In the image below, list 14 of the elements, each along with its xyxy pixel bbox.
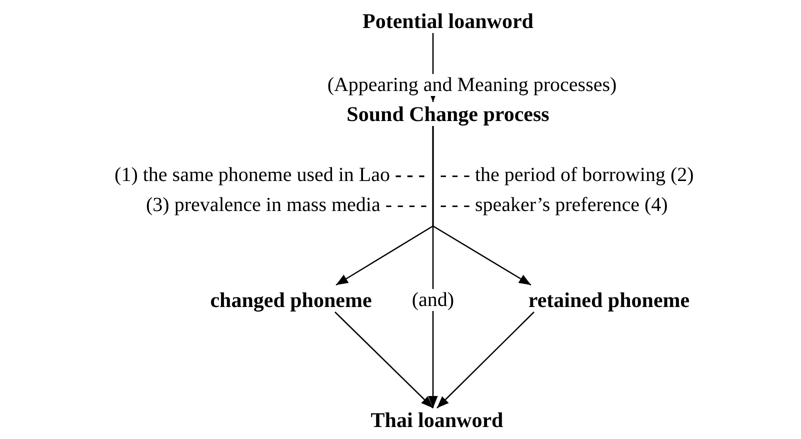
arrow — [428, 126, 438, 408]
stage-label: retained phoneme — [528, 288, 690, 312]
stage-label: Sound Change process — [346, 102, 550, 126]
stage-label: Potential loanword — [362, 9, 534, 33]
arrow — [436, 312, 534, 408]
edge-label: (Appearing and Meaning processes) — [326, 74, 618, 96]
stage-label: changed phoneme — [210, 288, 372, 312]
stage-label: Thai loanword — [370, 408, 504, 432]
arrow — [334, 312, 434, 408]
edge-label: (and) — [410, 289, 456, 311]
factor-label: - - - the period of borrowing (2) — [440, 163, 694, 187]
factor-label: - - - speaker’s preference (4) — [440, 193, 668, 217]
factor-label: (1) the same phoneme used in Lao - - - — [114, 163, 425, 187]
factor-label: (3) prevalence in mass media - - - - — [146, 193, 427, 217]
